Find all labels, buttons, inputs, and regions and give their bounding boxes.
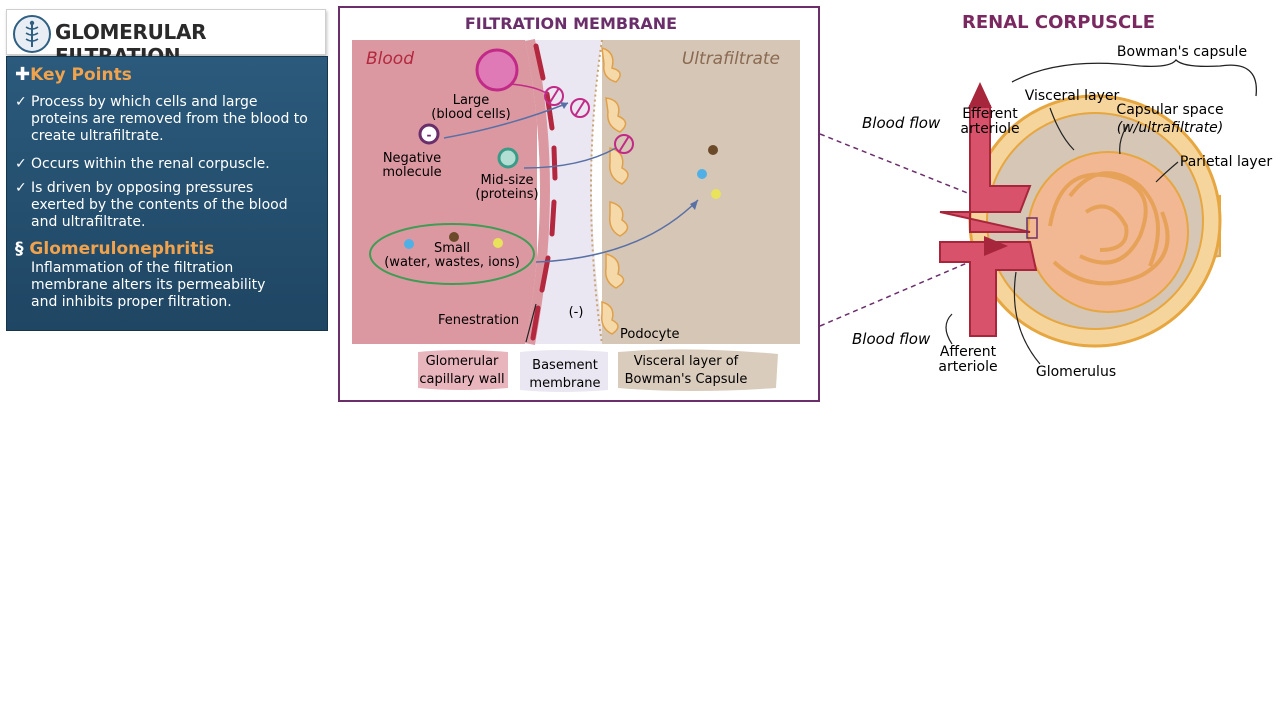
key-points-heading: ✚Key Points xyxy=(15,64,132,85)
filtered-arrow xyxy=(535,199,699,263)
legend-basement-line2: membrane xyxy=(529,376,600,391)
midsize-label-line1: Mid-size xyxy=(481,173,534,188)
charge-label: (-) xyxy=(569,305,584,320)
blood-label: Blood xyxy=(366,49,414,69)
podocyte-label: Podocyte xyxy=(620,327,679,342)
blood-flow-in-arrow-icon xyxy=(984,236,1008,256)
parietal-layer-label: Parietal layer xyxy=(1180,154,1272,170)
large-label-line1: Large xyxy=(453,93,490,108)
condition-text: Inflammation of the filtration membrane … xyxy=(31,260,266,310)
key-points-panel: GLOMERULAR FILTRATION ✚Key Points ✓Proce… xyxy=(6,9,328,331)
blood-region xyxy=(352,40,537,344)
midsize-label-line2: (proteins) xyxy=(475,187,538,202)
afferent-label-line1: Afferent xyxy=(940,344,997,360)
key-point-item: ✓Is driven by opposing pressures exerted… xyxy=(15,180,288,230)
corpuscle-title: RENAL CORPUSCLE xyxy=(962,12,1156,33)
membrane-title: FILTRATION MEMBRANE xyxy=(465,14,677,33)
large-label-line2: (blood cells) xyxy=(431,107,510,122)
plus-icon: ✚ xyxy=(15,64,31,85)
efferent-label-line1: Efferent xyxy=(962,106,1018,122)
negative-label-line2: molecule xyxy=(382,165,441,180)
legend-basement-line1: Basement xyxy=(532,358,598,373)
checkmark-icon: ✓ xyxy=(15,180,27,196)
capillary-wall-fill xyxy=(525,39,550,345)
key-point-item: ✓Process by which cells and large protei… xyxy=(15,94,308,144)
efferent-label-line2: arteriole xyxy=(960,121,1019,137)
small-label-line2: (water, wastes, ions) xyxy=(384,255,520,270)
negative-label-line1: Negative xyxy=(383,151,441,166)
small-molecules-group xyxy=(369,223,535,285)
waste-molecule-icon xyxy=(708,145,718,155)
blood-flow-out-arrow-icon xyxy=(968,82,992,108)
checkmark-icon: ✓ xyxy=(15,156,27,172)
protein-icon xyxy=(497,147,519,169)
waste-molecule-icon xyxy=(449,232,459,242)
capsular-space-label-line1: Capsular space xyxy=(1116,102,1223,118)
key-points-body: ✚Key Points ✓Process by which cells and … xyxy=(6,56,328,331)
blocked-icon xyxy=(544,86,564,106)
negative-molecule-icon xyxy=(418,123,440,145)
ultrafiltrate-label: Ultrafiltrate xyxy=(682,49,780,69)
glomerulus-capillary-loops xyxy=(1048,171,1170,286)
blocked-icon xyxy=(570,98,590,118)
svg-text:-: - xyxy=(427,128,432,142)
caduceus-logo-icon xyxy=(13,15,51,53)
capillary-wall-segments xyxy=(530,43,558,341)
glomerulus-label: Glomerulus xyxy=(1036,364,1116,380)
bowmans-capsule-label: Bowman's capsule xyxy=(1117,44,1247,60)
blocked-icon xyxy=(614,134,634,154)
checkmark-icon: ✓ xyxy=(15,94,27,110)
key-point-item: ✓Occurs within the renal corpuscle. xyxy=(15,156,270,172)
fenestration-label: Fenestration xyxy=(438,313,519,328)
filtration-membrane-diagram: FILTRATION MEMBRANE Blood Ultra xyxy=(352,14,800,392)
podocyte-foot-processes xyxy=(600,46,629,335)
legend-capillary-line1: Glomerular xyxy=(426,354,499,369)
condition-heading: § Glomerulonephritis xyxy=(15,239,215,259)
blood-cell-icon xyxy=(475,48,519,92)
blood-flow-in-label: Blood flow xyxy=(852,330,931,348)
renal-corpuscle-diagram: Bowman's capsule Visceral layer Capsular… xyxy=(852,44,1272,380)
blocked-arrow xyxy=(523,147,617,169)
visceral-layer-label: Visceral layer xyxy=(1025,88,1120,104)
title-bar: GLOMERULAR FILTRATION xyxy=(6,9,326,68)
ion-molecule-icon xyxy=(711,189,721,199)
zoom-region-marker xyxy=(1026,217,1038,239)
blood-flow-out-label: Blood flow xyxy=(862,114,941,132)
repelled-arrow xyxy=(443,102,569,139)
afferent-label-line2: arteriole xyxy=(938,359,997,375)
water-molecule-icon xyxy=(404,239,414,249)
legend-visceral-line1: Visceral layer of xyxy=(634,354,739,369)
ultrafiltrate-region xyxy=(602,40,800,344)
ion-molecule-icon xyxy=(493,238,503,248)
capsular-space-label-line2: (w/ultrafiltrate) xyxy=(1117,120,1224,136)
water-molecule-icon xyxy=(697,169,707,179)
legend-visceral-line2: Bowman's Capsule xyxy=(625,372,748,387)
filtration-membrane-frame: FILTRATION MEMBRANE Blood Ultra xyxy=(338,6,820,402)
legend-capillary-line2: capillary wall xyxy=(419,372,504,387)
legend: Glomerular capillary wall Basement membr… xyxy=(418,349,778,392)
small-label-line1: Small xyxy=(434,241,470,256)
afferent-arteriole xyxy=(939,241,1038,337)
sickle-icon: § xyxy=(15,239,24,259)
